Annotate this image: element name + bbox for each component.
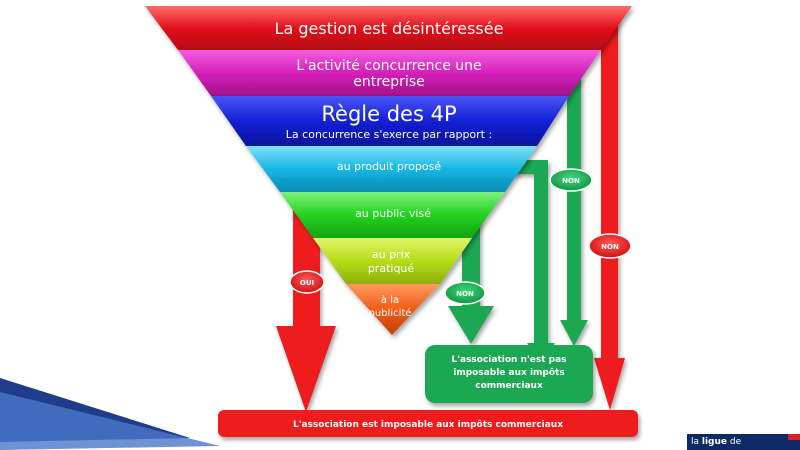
outcome-not-taxable: L'association n'est pas imposable aux im… xyxy=(425,345,593,403)
svg-text:NON: NON xyxy=(601,243,619,251)
logo-corner-mark xyxy=(788,434,800,440)
logo-prefix: la xyxy=(691,437,702,447)
funnel xyxy=(145,6,632,335)
badge-non-mid: NON xyxy=(549,168,593,192)
not-taxable-line-1: L'association n'est pas xyxy=(452,355,567,365)
logo-suffix: de xyxy=(727,437,742,447)
band-publicite xyxy=(346,284,440,335)
band-publicite-label-1: à la xyxy=(381,294,399,306)
band-publicite-label-2: publicité xyxy=(369,307,412,319)
badge-non-left: NON xyxy=(444,281,486,305)
band-prix-label-2: pratiqué xyxy=(368,262,415,275)
svg-text:NON: NON xyxy=(562,177,580,185)
band-concurrence xyxy=(178,50,601,96)
band-produit-label: au produit proposé xyxy=(337,160,441,173)
logo-bold: ligue xyxy=(701,437,728,447)
band-regle xyxy=(211,96,569,146)
svg-text:OUI: OUI xyxy=(300,279,314,287)
band-concurrence-label-2: entreprise xyxy=(353,74,424,90)
not-taxable-line-2: imposable aux impôts xyxy=(453,367,564,378)
band-concurrence-label-1: L'activité concurrence une xyxy=(296,58,481,74)
band-prix xyxy=(313,238,472,284)
not-taxable-line-3: commerciaux xyxy=(475,381,543,391)
badge-non-right: NON xyxy=(588,233,632,259)
green-path-right xyxy=(560,77,588,346)
band-public-label: au public visé xyxy=(355,207,431,220)
band-public xyxy=(280,192,505,238)
taxable-label: L'association est imposable aux impôts c… xyxy=(293,419,563,430)
band-regle-subtitle: La concurrence s'exerce par rapport : xyxy=(286,128,492,141)
band-produit xyxy=(246,146,537,192)
corner-decoration xyxy=(0,378,220,450)
band-gestion-label: La gestion est désintéressée xyxy=(275,19,504,38)
footer-logo: la ligue de xyxy=(687,434,800,450)
svg-text:NON: NON xyxy=(456,290,474,298)
band-regle-title: Règle des 4P xyxy=(321,102,456,126)
red-path-right xyxy=(594,14,625,410)
badge-oui: OUI xyxy=(289,270,325,294)
band-prix-label-1: au prix xyxy=(372,248,411,261)
outcome-taxable: L'association est imposable aux impôts c… xyxy=(218,410,638,437)
band-gestion xyxy=(145,6,632,50)
